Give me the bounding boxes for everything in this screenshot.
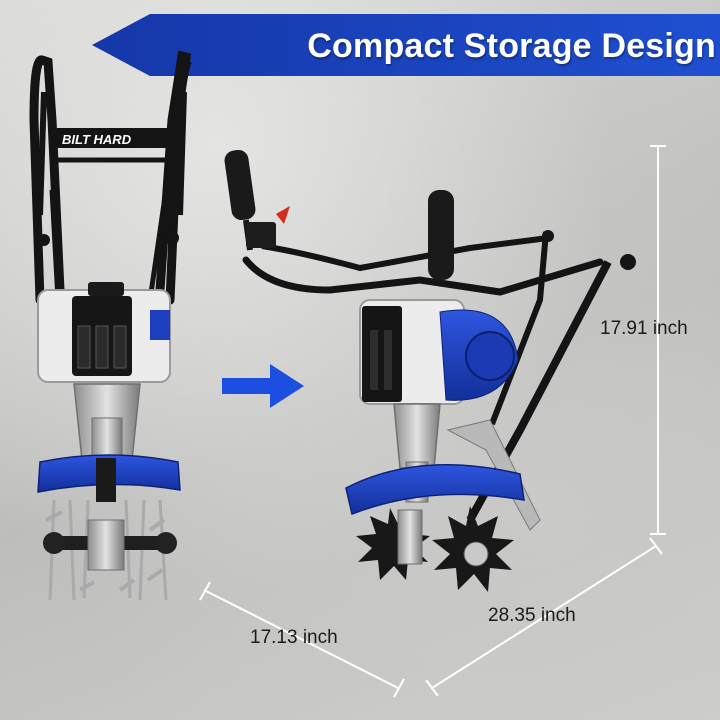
handle-crossbar	[56, 128, 168, 148]
tiller-folded	[224, 149, 636, 592]
tines-folded	[356, 506, 514, 592]
dimension-lines	[199, 145, 666, 698]
title-banner	[92, 14, 720, 76]
tine-cover-folded	[345, 464, 525, 516]
dimension-height-label: 17.91 inch	[600, 318, 688, 339]
banner-title: Compact Storage Design	[307, 27, 716, 65]
brand-label: BILT HARD	[62, 132, 132, 147]
handle-grip-right	[428, 190, 454, 280]
handle-grip-left	[224, 149, 256, 221]
tiller-upright: BILT HARD	[29, 50, 193, 601]
arrow-right-icon	[222, 364, 304, 408]
dimension-width-label: 17.13 inch	[250, 627, 338, 648]
dimension-length-label: 28.35 inch	[488, 605, 576, 626]
